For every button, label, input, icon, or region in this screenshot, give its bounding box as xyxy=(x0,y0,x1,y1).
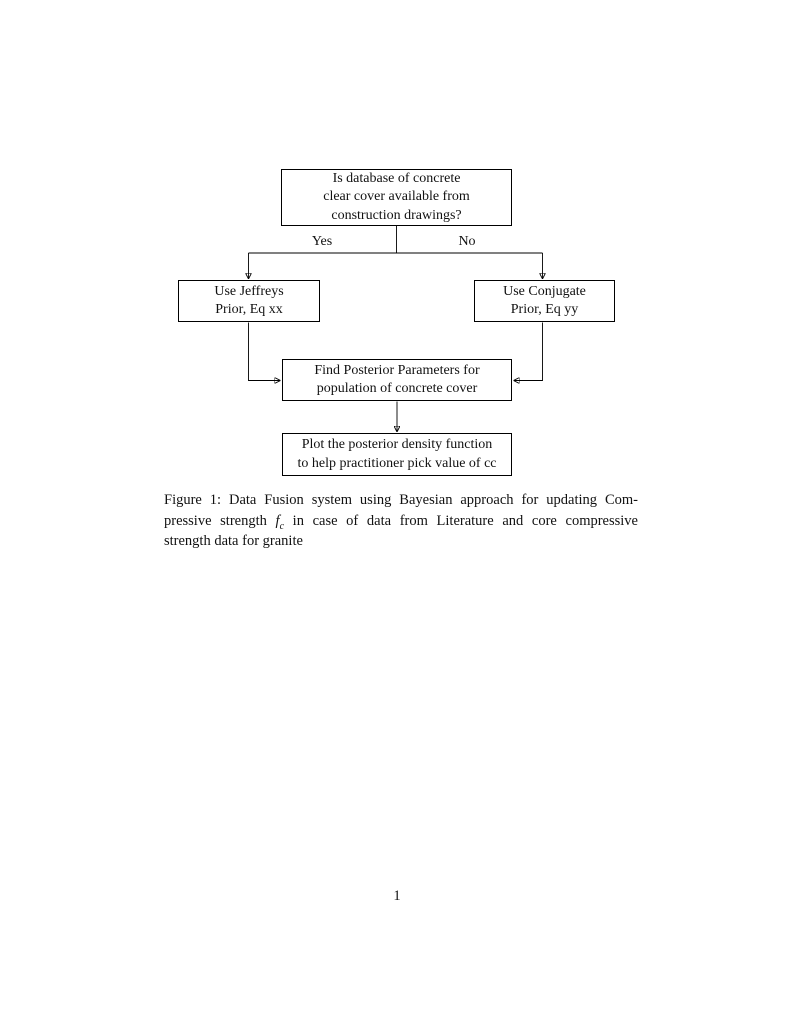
connector-conjugate-posterior xyxy=(513,322,543,381)
node-text-line: Use Jeffreys xyxy=(214,283,284,299)
page-number: 1 xyxy=(393,888,401,904)
node-plot-density: Plot the posterior density function to h… xyxy=(282,433,512,476)
node-jeffreys-prior: Use Jeffreys Prior, Eq xx xyxy=(178,280,320,322)
connector-jeffreys-posterior xyxy=(248,322,281,381)
caption-line-1: Figure 1: Data Fusion system using Bayes… xyxy=(164,492,638,508)
node-text-line: Prior, Eq yy xyxy=(510,302,579,317)
node-decision-question: Is database of concrete clear cover avai… xyxy=(281,169,512,226)
node-text-line: to help practitioner pick value of cc xyxy=(297,455,497,471)
caption-line-2: pressive strength fc in case of data fro… xyxy=(164,511,638,532)
caption-line-2-pre: pressive strength xyxy=(164,512,276,529)
node-text-line: Find Posterior Parameters for xyxy=(314,362,480,378)
branch-label-yes: Yes xyxy=(311,234,333,249)
caption-line-2-post: in case of data from Literature and core… xyxy=(284,512,638,529)
figure-caption: Figure 1: Data Fusion system using Bayes… xyxy=(164,490,638,552)
node-text-line: clear cover available from xyxy=(323,189,470,205)
node-find-posterior: Find Posterior Parameters for population… xyxy=(282,359,512,401)
caption-line-3: strength data for granite xyxy=(164,533,303,550)
fc-symbol: f xyxy=(275,512,280,529)
node-text-line: construction drawings? xyxy=(331,207,462,223)
flowchart-connectors xyxy=(0,225,794,432)
node-text-line: Use Conjugate xyxy=(503,283,586,299)
node-text-line: Prior, Eq xx xyxy=(215,302,283,317)
fc-subscript: c xyxy=(279,520,285,532)
flowchart: Is database of concrete clear cover avai… xyxy=(0,0,794,500)
node-conjugate-prior: Use Conjugate Prior, Eq yy xyxy=(474,280,615,322)
node-text-line: Plot the posterior density function xyxy=(301,437,493,452)
node-text-line: Is database of concrete xyxy=(332,170,461,186)
branch-label-no: No xyxy=(458,234,476,249)
node-text-line: population of concrete cover xyxy=(316,381,478,396)
